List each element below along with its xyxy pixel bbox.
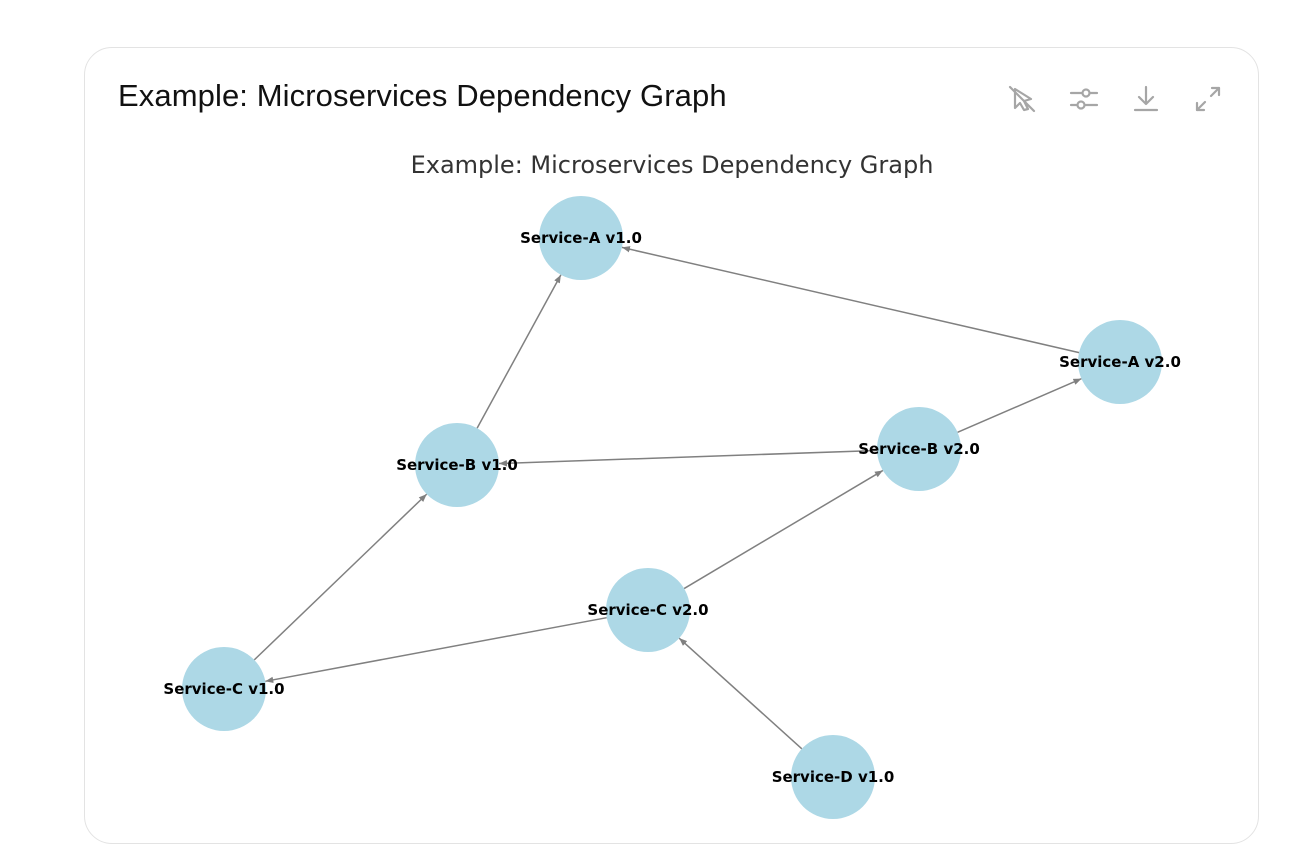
node-circle xyxy=(877,407,961,491)
edge-c2-to-b2 xyxy=(683,469,884,590)
edge-a2-to-a1 xyxy=(621,246,1080,354)
settings-button[interactable] xyxy=(1064,79,1104,119)
node-circle xyxy=(415,423,499,507)
cursor-off-icon xyxy=(1008,85,1036,113)
node-label: Service-A v1.0 xyxy=(520,229,642,247)
fullscreen-button[interactable] xyxy=(1188,79,1228,119)
node-label: Service-C v2.0 xyxy=(587,601,708,619)
node-circle xyxy=(539,196,623,280)
diagram-title: Example: Microservices Dependency Graph xyxy=(411,151,934,179)
download-icon xyxy=(1133,85,1159,112)
disable-hover-button[interactable] xyxy=(1002,79,1042,119)
node-d1: Service-D v1.0 xyxy=(772,735,895,819)
download-button[interactable] xyxy=(1126,79,1166,119)
node-label: Service-C v1.0 xyxy=(163,680,284,698)
node-label: Service-B v2.0 xyxy=(858,440,980,458)
node-b2: Service-B v2.0 xyxy=(858,407,980,491)
expand-icon xyxy=(1195,86,1221,112)
node-b1: Service-B v1.0 xyxy=(396,423,518,507)
edge-b1-to-a1 xyxy=(476,274,562,429)
graph-card: Example: Microservices Dependency Graph xyxy=(84,47,1259,844)
node-c1: Service-C v1.0 xyxy=(163,647,285,731)
node-a1: Service-A v1.0 xyxy=(520,196,642,280)
node-a2: Service-A v2.0 xyxy=(1059,320,1181,404)
card-title: Example: Microservices Dependency Graph xyxy=(118,78,727,113)
edges-layer xyxy=(253,246,1082,750)
sliders-icon xyxy=(1069,88,1099,110)
node-c2: Service-C v2.0 xyxy=(587,568,709,652)
node-label: Service-B v1.0 xyxy=(396,456,518,474)
edge-c1-to-b1 xyxy=(253,493,428,661)
node-label: Service-D v1.0 xyxy=(772,768,895,786)
edge-c2-to-c1 xyxy=(265,616,607,683)
toolbar xyxy=(1002,79,1228,119)
edge-b2-to-b1 xyxy=(498,449,878,467)
node-label: Service-A v2.0 xyxy=(1059,353,1181,371)
node-circle xyxy=(606,568,690,652)
node-circle xyxy=(791,735,875,819)
edge-b2-to-a2 xyxy=(957,377,1082,434)
node-circle xyxy=(182,647,266,731)
edge-d1-to-c2 xyxy=(678,637,803,750)
node-circle xyxy=(1078,320,1162,404)
